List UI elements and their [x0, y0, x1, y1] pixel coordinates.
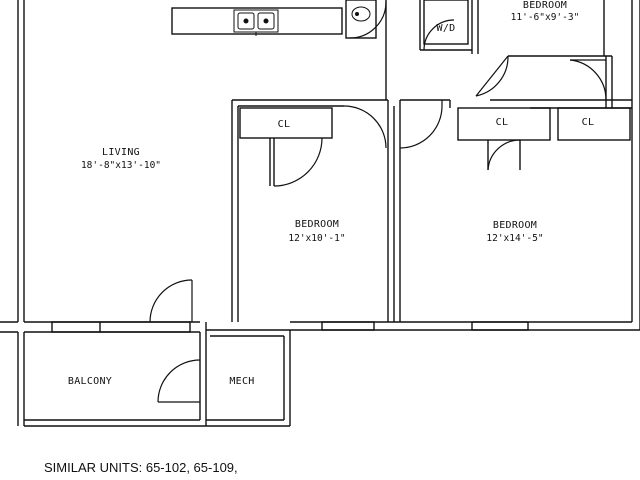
bedroom-top-label: BEDROOM [523, 0, 567, 11]
bath-sink-icon [351, 6, 371, 22]
bedroom-middle-label: BEDROOM [295, 219, 339, 230]
closet-label: CL [496, 117, 509, 128]
bedroom-right-label: BEDROOM [493, 220, 537, 231]
bedroom-top-dims: 11'-6"x9'-3" [511, 12, 580, 23]
bedroom-middle-dims: 12'x10'-1" [288, 233, 345, 244]
closet-label: CL [278, 119, 291, 130]
kitchen-sink-icon [233, 9, 279, 36]
washer-dryer-label: W/D [437, 23, 456, 34]
mech-label: MECH [229, 376, 254, 387]
bedroom-right-dims: 12'x14'-5" [486, 233, 543, 244]
door-swings [149, 1, 607, 403]
walls [0, 0, 640, 427]
living-label: LIVING [102, 147, 140, 158]
balcony-label: BALCONY [68, 376, 112, 387]
similar-units-note: SIMILAR UNITS: 65-102, 65-109, [44, 460, 238, 475]
closet-label: CL [582, 117, 595, 128]
living-dims: 18'-8"x13'-10" [81, 160, 161, 171]
